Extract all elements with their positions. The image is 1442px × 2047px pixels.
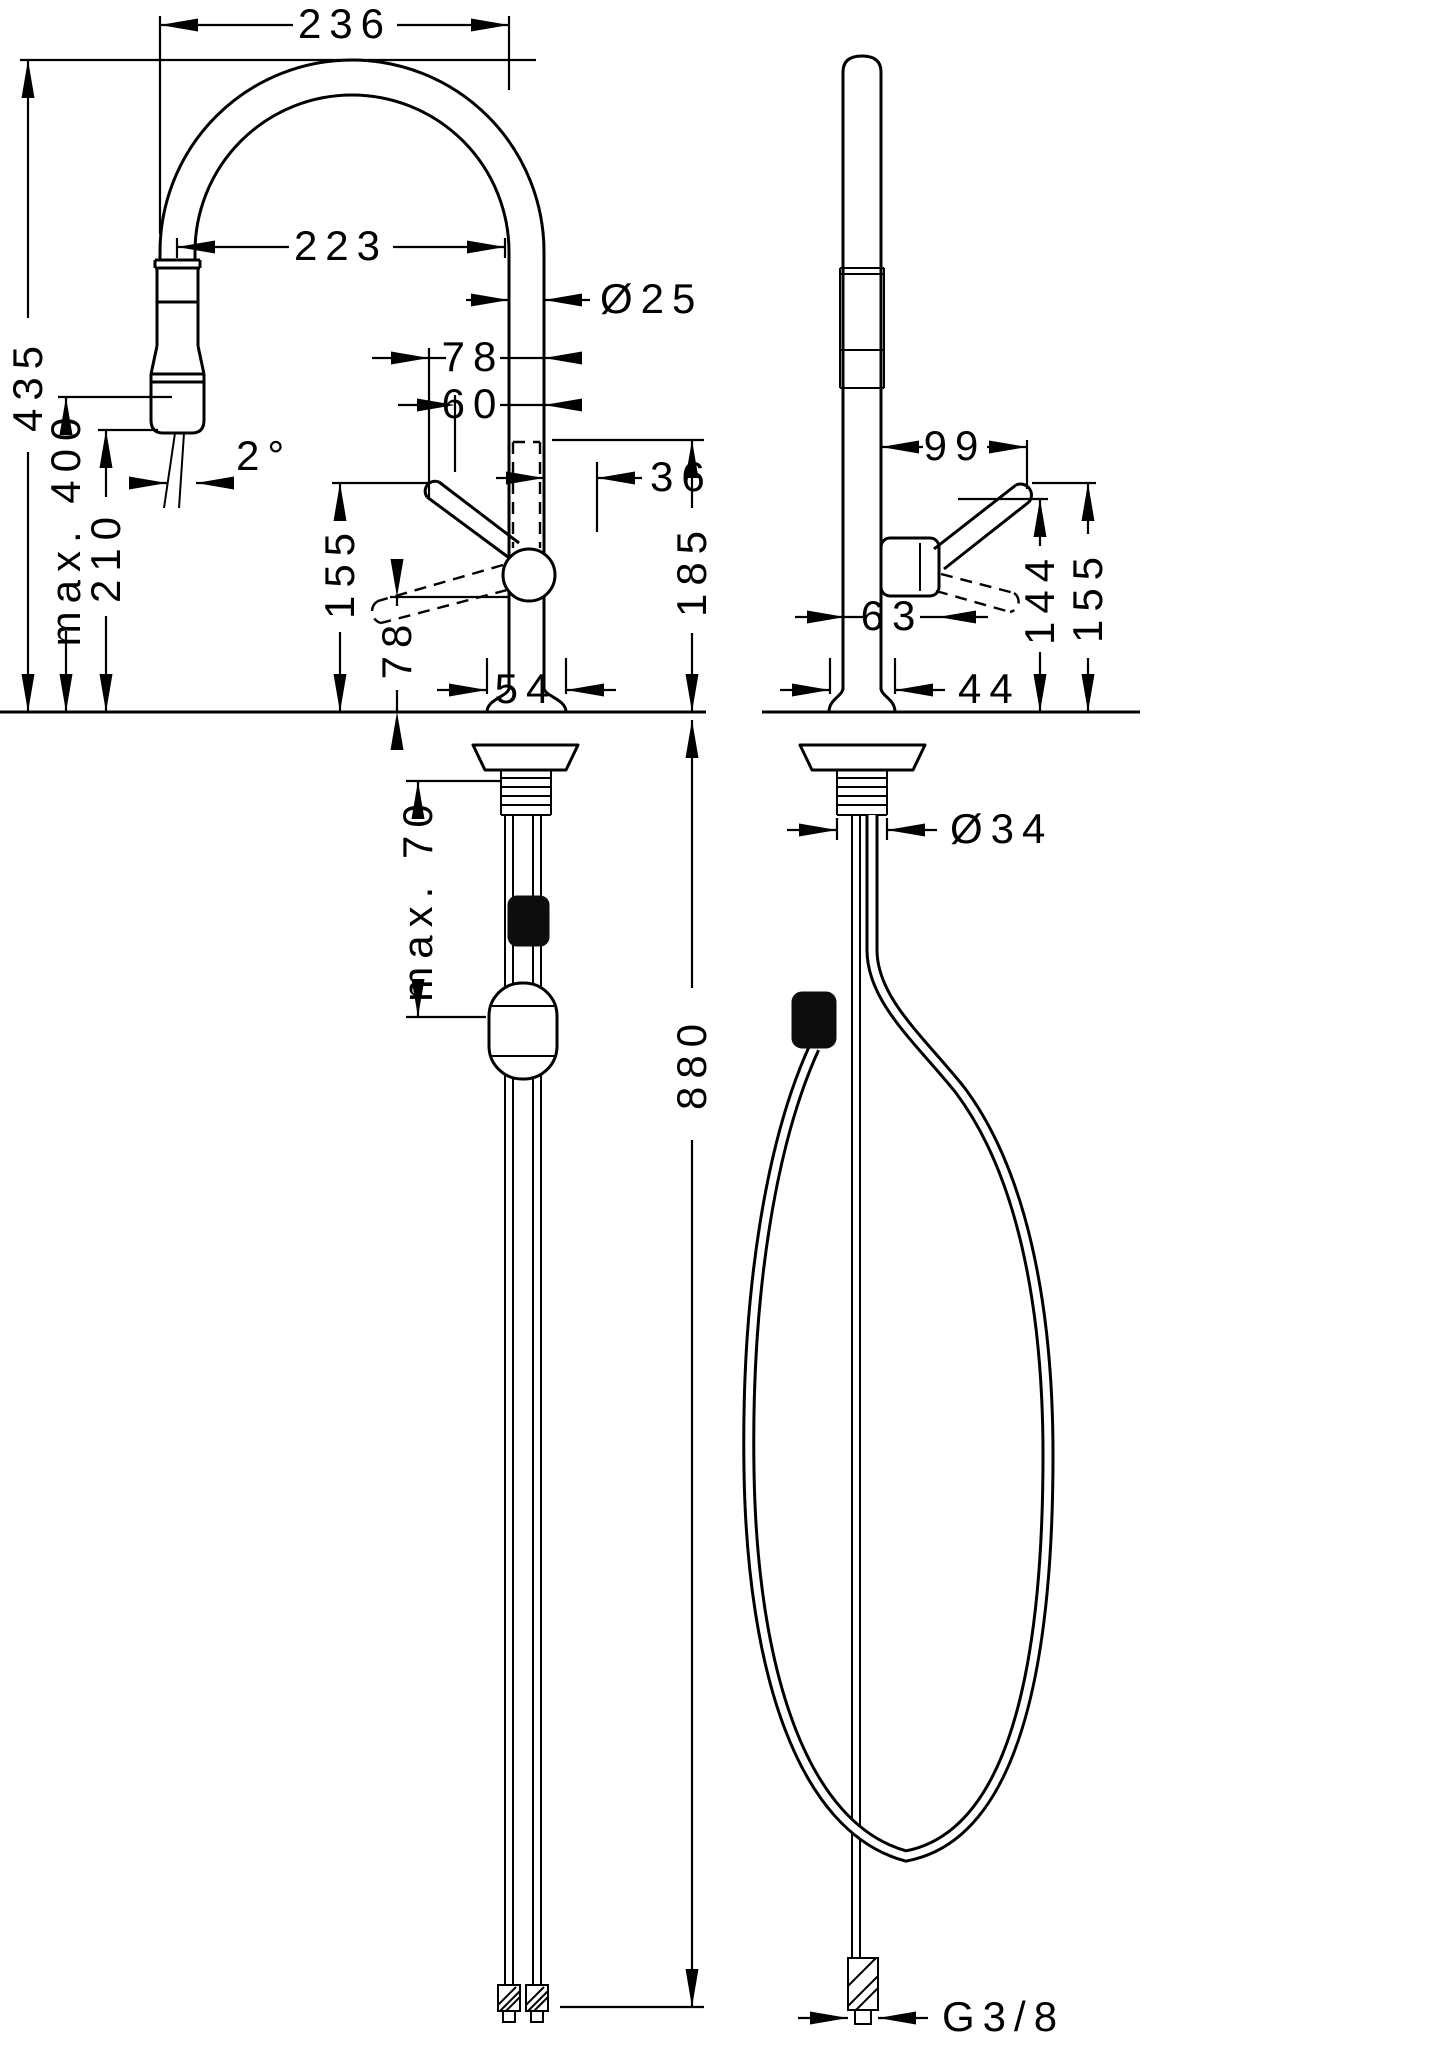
dim-label-36: 36 [650,453,713,500]
standpipe-side [841,54,883,690]
dim-label-223: 223 [294,222,388,269]
hidden-hose-lines [511,440,542,548]
dim-label-g38: G3/8 [942,1993,1065,2040]
hose-coupling-front [507,895,550,947]
dim-clearance-height: 185 [668,440,715,712]
dim-label-60: 60 [442,380,505,427]
dim-body-height-front: 78 [373,559,420,750]
handle-lever-side-alt [935,572,1020,614]
dim-base-width-front: 54 [437,665,616,712]
dim-label-435: 435 [4,338,51,432]
pullout-hose-loop [742,815,1055,1863]
spout-arc-inner [193,93,511,253]
dim-handle-height-front: 155 [316,483,363,712]
dim-label-144: 144 [1016,551,1063,645]
dim-label-63: 63 [861,592,924,639]
dim-label-210: 210 [82,509,129,603]
escutcheon-front [471,743,580,772]
hose-fitting-side [847,1957,879,2011]
dimensions: 236 223 Ø25 78 60 36 [4,0,1111,2040]
dim-outlet-height: 210 [82,430,129,712]
front-view [149,58,580,2023]
dim-label-54: 54 [495,665,558,712]
supply-hoses-front [504,815,542,1985]
dim-connection-thread: G3/8 [798,1993,1065,2040]
dim-handle-offset-78: 78 [372,333,582,380]
mounting-shank-side [836,770,888,816]
dim-label-2deg: 2° [236,432,292,479]
handle-lever-front-alt [370,563,508,625]
dim-label-155-side: 155 [1064,549,1111,643]
dim-label-78-front: 78 [373,617,420,680]
supply-hose-side [851,815,861,1958]
dim-label-155-front: 155 [316,525,363,619]
dim-label-34: Ø34 [950,805,1053,852]
handle-lever-front [423,479,520,559]
pullout-hose-loop-core [745,815,1052,1860]
dim-label-44: 44 [958,665,1021,712]
hose-nipple-front-2 [530,2010,544,2023]
dim-height-side-155: 155 [1064,483,1111,712]
dim-spout-diameter: Ø25 [466,275,703,322]
dim-label-max400: max. 400 [42,410,89,647]
spray-head-side [839,267,885,389]
mounting-weight [487,981,559,1081]
hose-nipple-side [854,2009,872,2025]
dim-height-side-144: 144 [1016,499,1063,712]
dim-spout-width: 236 [160,0,509,47]
spray-angle-lines [163,432,185,509]
dim-spout-reach: 223 [177,222,505,269]
dim-label-185: 185 [668,523,715,617]
dim-handle-offset-60: 60 [398,380,582,427]
spray-flare [149,345,206,376]
hose-nipple-front-1 [502,2010,516,2023]
dim-max-counter-thickness: max. 70 [394,781,441,1017]
hose-fitting-front-1 [497,1984,521,2012]
spray-grip [155,268,200,346]
dim-max-pullout: max. 400 [42,397,89,712]
hose-fitting-front-2 [525,1984,549,2012]
mounting-weight-lines [492,1005,554,1057]
dim-hose-length: 880 [668,720,715,2007]
spray-face [149,419,206,435]
dim-label-99: 99 [924,422,987,469]
hose-coupling-side [791,991,837,1049]
side-view [742,54,1055,2025]
base-flange-side [827,687,897,713]
dim-shank-diameter: Ø34 [787,805,1053,852]
dim-handle-length-side: 99 [881,422,1027,469]
dim-label-25: Ø25 [600,275,703,322]
escutcheon-side [798,743,927,772]
dim-label-236: 236 [298,0,392,47]
dim-label-78-top: 78 [442,333,505,380]
handle-pivot [501,547,557,603]
handle-housing-side [879,536,941,598]
dim-spray-angle: 2° [129,432,292,490]
dim-total-height: 435 [4,60,51,712]
dim-label-880: 880 [668,1016,715,1110]
spray-collar [153,258,202,270]
base-flange-front [485,687,568,713]
dim-handle-offset-36: 36 [496,453,713,500]
dim-label-max70: max. 70 [394,796,441,1001]
mounting-shank-front [500,770,552,816]
dim-base-width-side: 44 [780,665,1021,712]
dim-handle-depth-side: 63 [795,592,988,639]
